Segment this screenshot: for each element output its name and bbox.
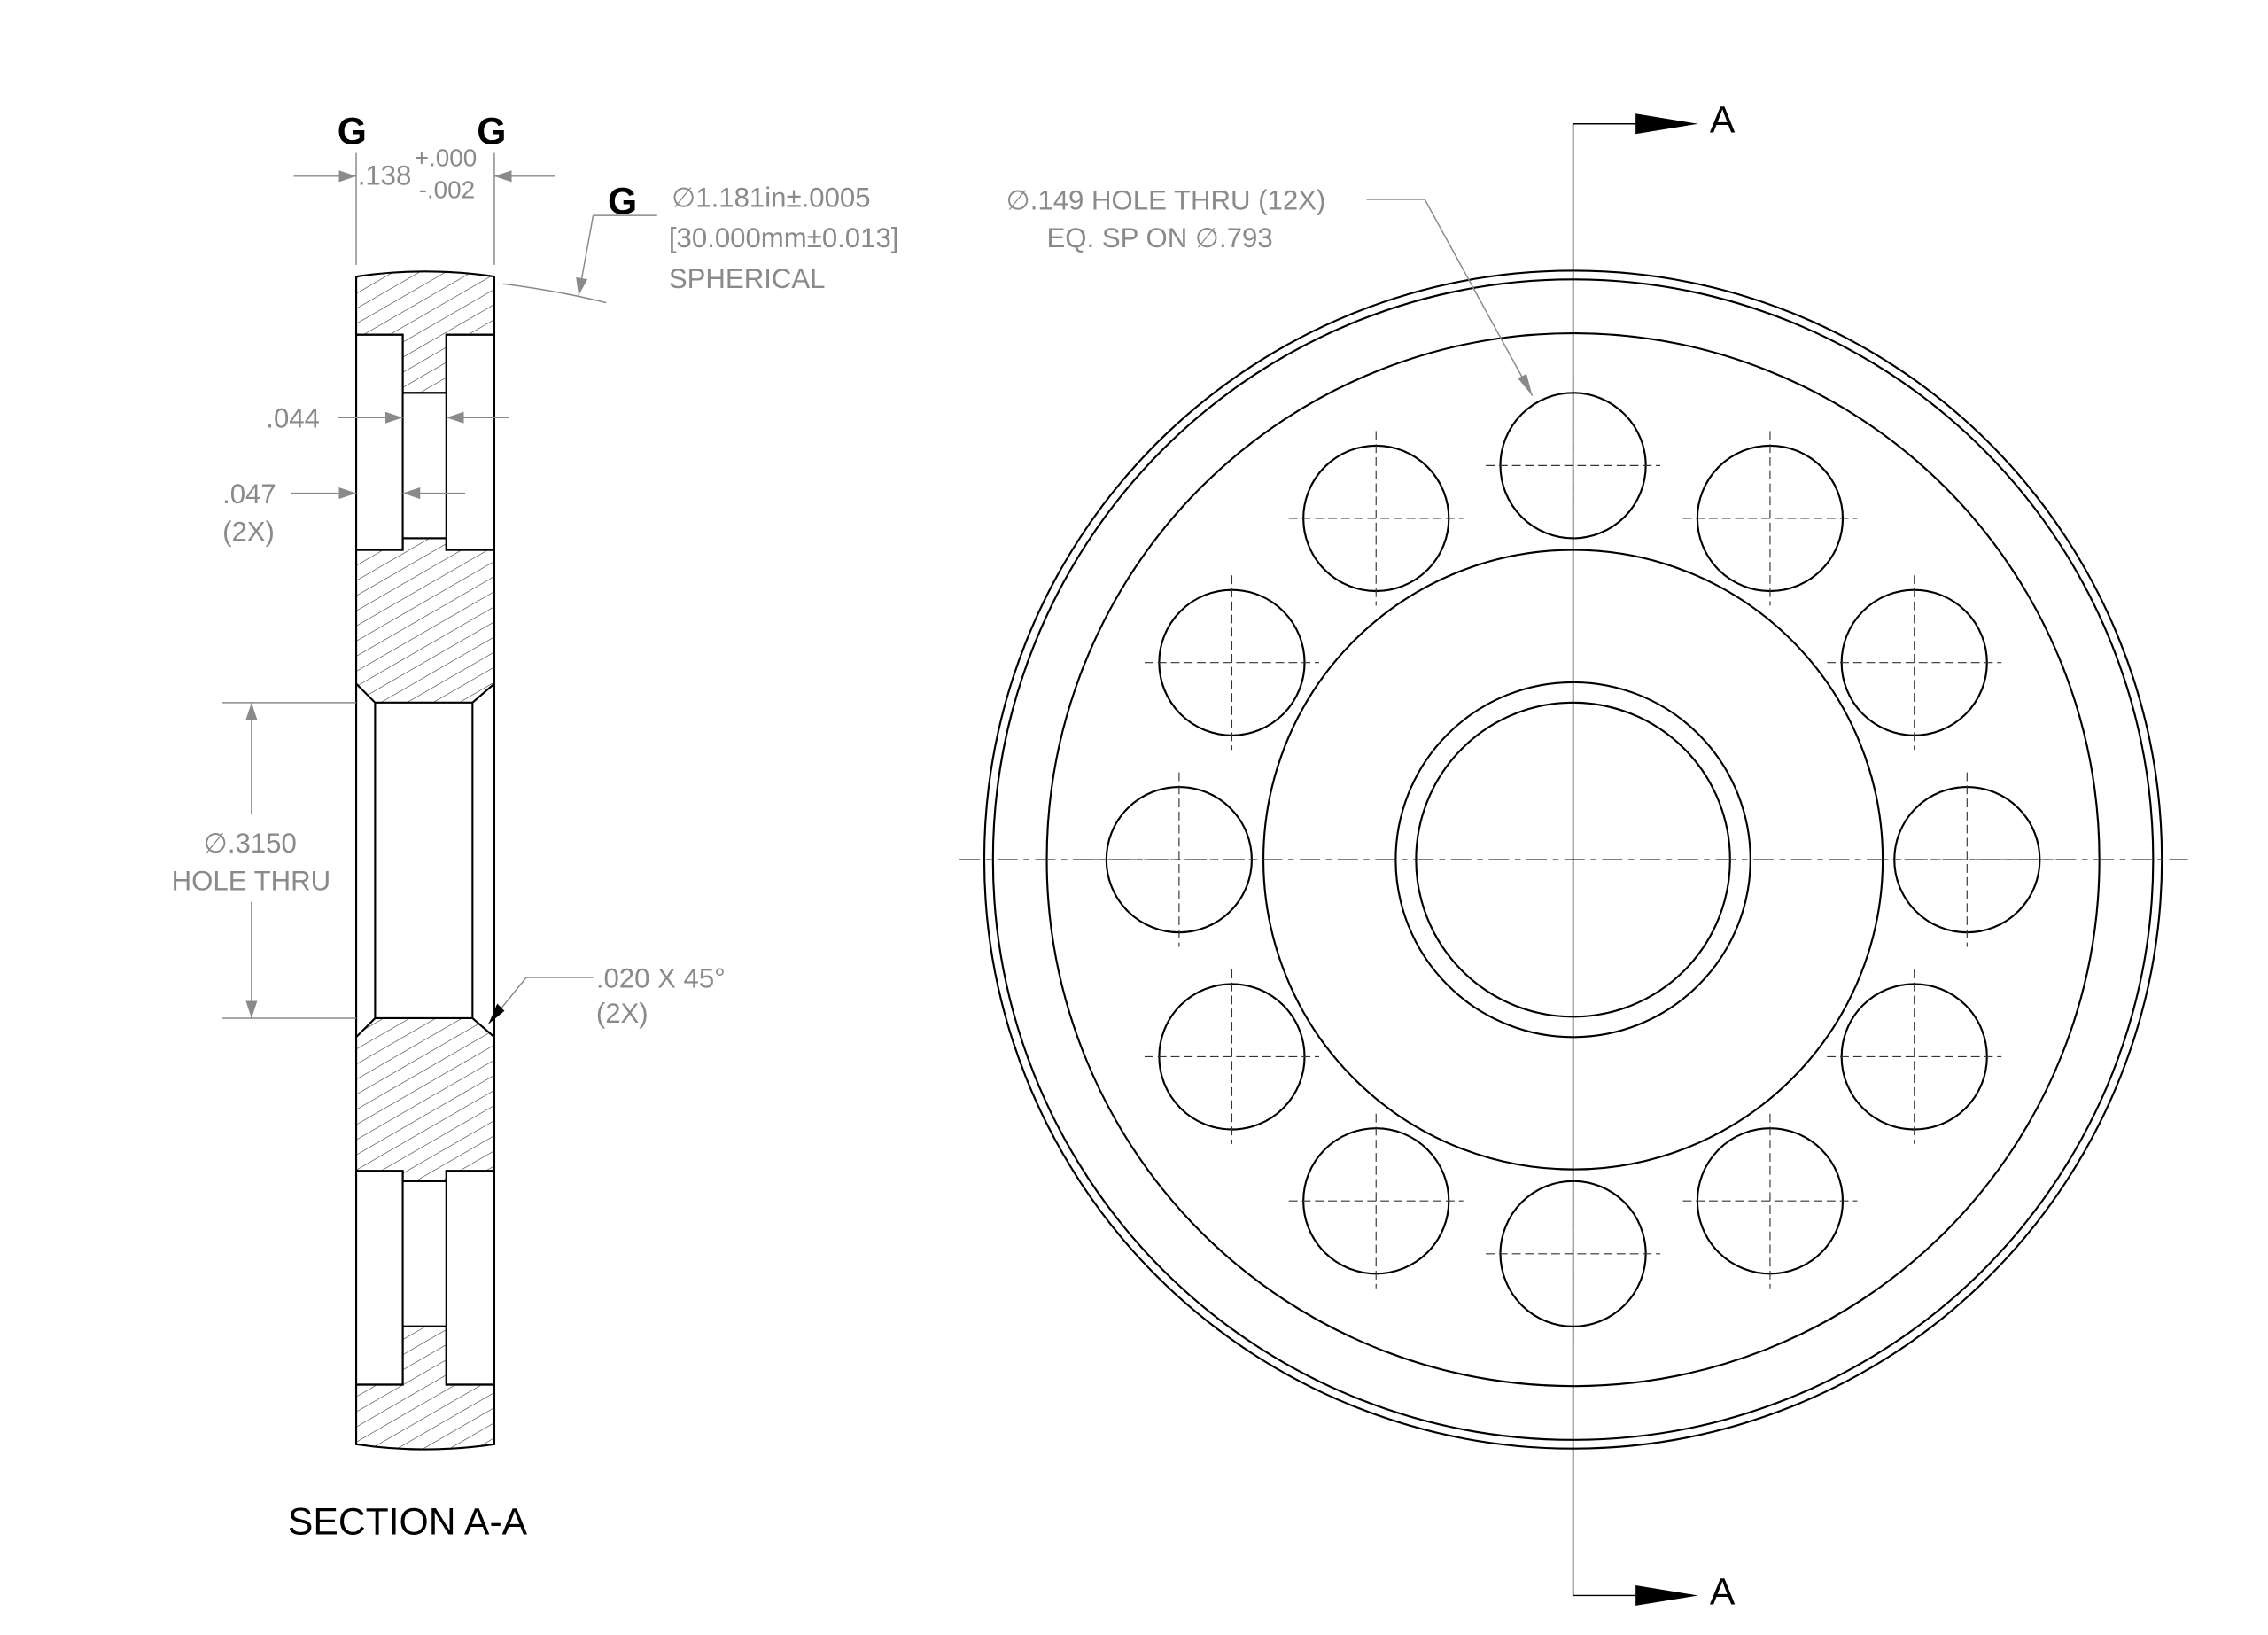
sphere-note: SPHERICAL <box>669 263 826 294</box>
thickness-lower-tol: -.002 <box>419 175 476 203</box>
front-view: A A ∅.149 HOLE THRU (12X) EQ. SP ON ∅.79… <box>959 99 2188 1613</box>
pocket-dim-qty: (2X) <box>222 517 275 548</box>
web-dimension: .044 <box>266 403 509 434</box>
pocket-dim-value: .047 <box>222 479 276 510</box>
sphere-diameter-mm: [30.000mm±0.013] <box>669 222 899 253</box>
bore-dim-value: ∅.3150 <box>204 828 297 859</box>
section-label-top: A <box>1710 99 1736 142</box>
datum-g-right: G <box>477 111 506 153</box>
chamfer-dimension: .020 X 45° (2X) <box>487 963 726 1029</box>
thickness-nominal: .138 <box>358 160 412 191</box>
section-title: SECTION A-A <box>288 1501 528 1544</box>
sphere-diameter: ∅1.181in±.0005 <box>672 182 870 213</box>
datum-g-left: G <box>338 111 367 153</box>
pocket-dimension: .047 (2X) <box>222 479 466 548</box>
bore-dim-note: HOLE THRU <box>172 866 330 897</box>
hole-note-line2: EQ. SP ON ∅.793 <box>1047 222 1273 253</box>
thickness-dimension: .138 +.000 -.002 <box>293 144 555 265</box>
hole-note: ∅.149 HOLE THRU (12X) EQ. SP ON ∅.793 <box>1006 185 1534 396</box>
thickness-upper-tol: +.000 <box>415 144 478 171</box>
bore-dimension: ∅.3150 HOLE THRU <box>172 702 357 1019</box>
bolt-holes <box>1091 378 2054 1342</box>
section-line: A A <box>1572 99 1736 1613</box>
datum-g-sphere: G <box>608 180 637 222</box>
chamfer-dim-value: .020 X 45° <box>596 963 726 994</box>
section-label-bottom: A <box>1710 1570 1736 1613</box>
web-dim-value: .044 <box>266 403 320 434</box>
section-hatch <box>354 270 496 1451</box>
sphere-dimension: ∅1.181in±.0005 [30.000mm±0.013] SPHERICA… <box>502 182 899 304</box>
section-arrow-bottom <box>1635 1584 1698 1606</box>
section-a-a-view: G G G .138 +.000 -.002 ∅1.181in±.0005 [3… <box>172 111 899 1544</box>
section-outline <box>354 333 496 1386</box>
hole-note-line1: ∅.149 HOLE THRU (12X) <box>1006 185 1326 216</box>
chamfer-dim-qty: (2X) <box>596 998 649 1029</box>
section-arrow-top <box>1635 113 1698 135</box>
